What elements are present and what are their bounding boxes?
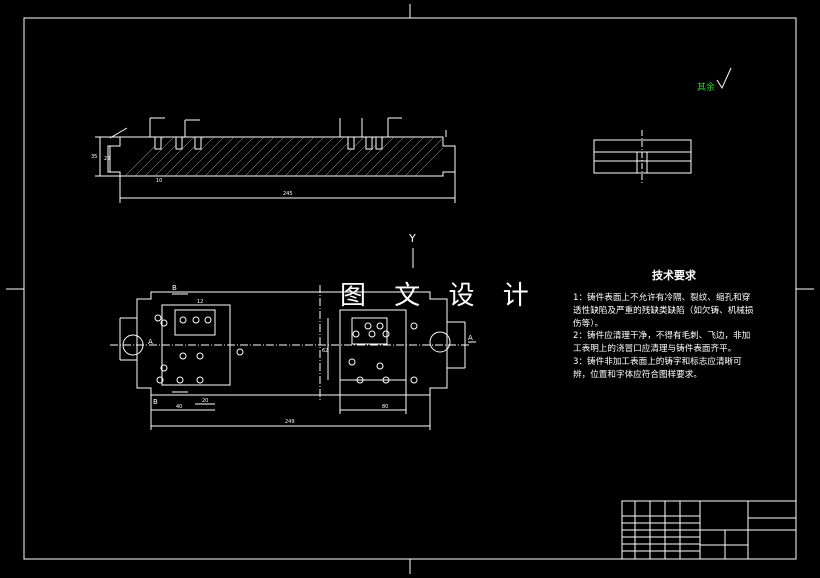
watermark-text: 图 文 设 计: [340, 281, 539, 311]
dim-plan-right-width: 80: [382, 404, 388, 410]
axis-y-label: Y: [409, 232, 416, 245]
dim-front-length: 245: [283, 191, 293, 197]
requirement-line: 透性缺陷及严重的残缺类缺陷（如欠铸、机械损: [573, 305, 754, 316]
plan-view: [110, 285, 476, 430]
roughness-note: 其余: [697, 83, 716, 93]
dim-plan-right-height: 62: [322, 348, 328, 354]
title-block: [621, 500, 797, 560]
requirement-line: 3：铸件非加工表面上的铸字和标志应清晰可: [573, 356, 742, 367]
dim-front-inner: 22: [104, 156, 110, 162]
section-labels: B B A A: [148, 284, 473, 406]
requirement-line: 伤等）。: [573, 318, 604, 329]
requirement-line: 2：铸件应清理干净，不得有毛刺、飞边，非加: [573, 331, 751, 342]
dim-plan-left-inner: 12: [197, 299, 203, 305]
plan-view-text: 249 40 20 80 12 62: [176, 299, 388, 425]
technical-requirements-body: 1：铸件表面上不允许有冷隔、裂纹、缩孔和穿 透性缺陷及严重的残缺类缺陷（如欠铸、…: [573, 292, 778, 382]
requirement-line: 工表明上的浇冒口应清理与铸件表面齐平。: [573, 344, 737, 355]
side-view: [593, 130, 692, 185]
dim-plan-length: 249: [285, 419, 295, 425]
requirement-line: 1：铸件表面上不允许有冷隔、裂纹、缩孔和穿: [573, 293, 751, 303]
section-label-b-top: B: [172, 284, 177, 292]
requirement-line: 辨，位置和字体应符合图样要求。: [573, 369, 702, 380]
dim-front-step: 10: [156, 178, 162, 184]
technical-requirements-title: 技术要求: [652, 269, 696, 282]
dim-plan-left-width: 40: [176, 404, 182, 410]
section-label-b-bottom: B: [153, 398, 158, 406]
roughness-symbol-icon: [716, 67, 732, 90]
drawing-border: [6, 4, 814, 574]
section-label-a-right: A: [468, 334, 473, 342]
dim-plan-left-offset: 20: [202, 398, 208, 404]
section-label-a-left: A: [148, 338, 153, 346]
front-view: [95, 117, 456, 203]
dim-front-height: 35: [91, 154, 97, 160]
front-view-dim-text: 245 35 22 10: [91, 154, 293, 197]
